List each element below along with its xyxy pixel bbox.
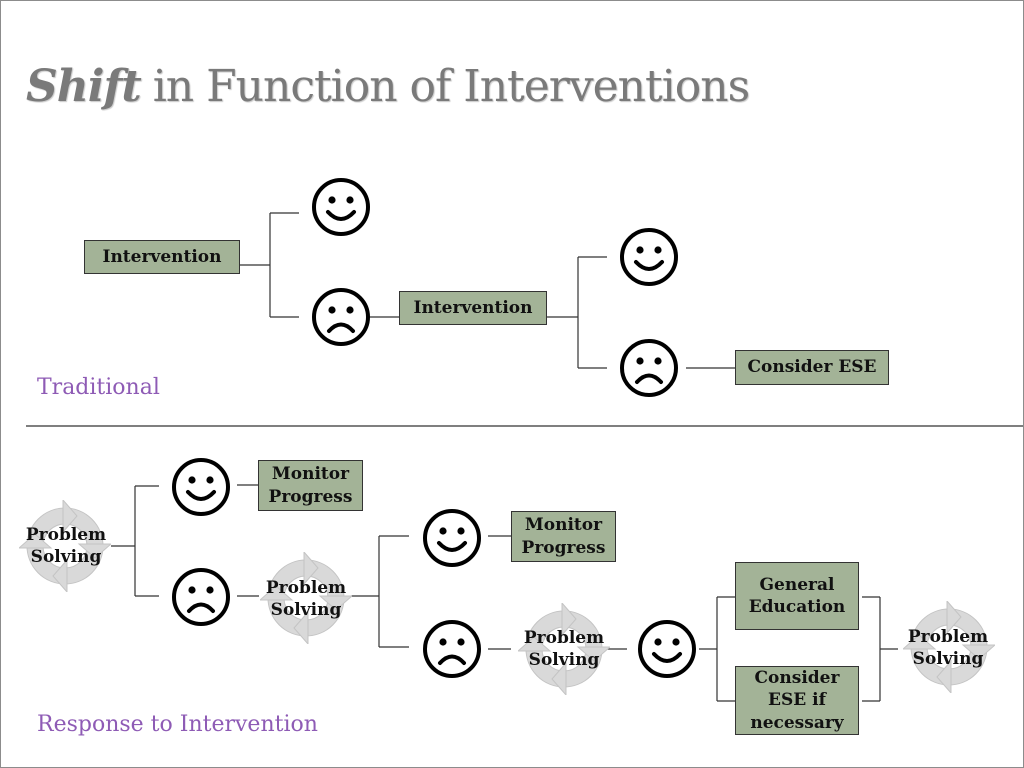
monitor-progress-text: Monitor Progress xyxy=(521,515,606,558)
problem-solving-text: Problem Solving xyxy=(265,578,347,621)
general-education-text: General Education xyxy=(748,574,846,617)
cycle-arrows-icon xyxy=(260,552,352,644)
happy-face-icon xyxy=(312,178,370,236)
bracket-traditional-1 xyxy=(240,212,299,318)
problem-solving-label: Problem Solving xyxy=(11,524,121,568)
consider-ese-box: Consider ESE xyxy=(735,350,889,385)
problem-solving-label: Problem Solving xyxy=(893,626,1003,670)
bracket-rti-3 xyxy=(699,596,735,702)
monitor-progress-box-1: Monitor Progress xyxy=(258,460,363,511)
problem-solving-text: Problem Solving xyxy=(25,525,107,568)
intervention-box-1: Intervention xyxy=(84,240,240,274)
sad-face-icon xyxy=(620,339,678,397)
section-label-traditional: Traditional xyxy=(37,375,160,400)
general-education-box: General Education xyxy=(735,562,859,630)
problem-solving-text: Problem Solving xyxy=(523,628,605,671)
happy-face-icon xyxy=(620,228,678,286)
intervention-box-2: Intervention xyxy=(399,291,547,325)
happy-face-icon xyxy=(423,509,481,567)
bracket-rti-1 xyxy=(111,485,159,597)
bracket-rti-2 xyxy=(351,535,409,648)
bracket-rti-4 xyxy=(862,596,898,702)
happy-face-icon xyxy=(172,458,230,516)
monitor-progress-text: Monitor Progress xyxy=(268,464,353,507)
title-emphasis: Shift xyxy=(26,61,142,112)
problem-solving-label: Problem Solving xyxy=(509,627,619,671)
section-label-rti: Response to Intervention xyxy=(37,712,318,737)
problem-solving-label: Problem Solving xyxy=(251,577,361,621)
sad-face-icon xyxy=(312,288,370,346)
problem-solving-text: Problem Solving xyxy=(907,627,989,670)
cycle-arrows-icon xyxy=(518,603,610,695)
cycle-arrows-icon xyxy=(19,500,111,592)
cycle-arrows-icon xyxy=(903,601,995,693)
sad-face-icon xyxy=(423,620,481,678)
happy-face-icon xyxy=(638,620,696,678)
monitor-progress-box-2: Monitor Progress xyxy=(511,511,616,562)
sad-face-icon xyxy=(172,568,230,626)
consider-ese-if-necessary-box: Consider ESE if necessary xyxy=(735,666,859,735)
consider-ese-if-necessary-text: Consider ESE if necessary xyxy=(750,668,844,733)
title-rest: in Function of Interventions xyxy=(152,61,750,112)
bracket-traditional-2 xyxy=(547,256,607,369)
